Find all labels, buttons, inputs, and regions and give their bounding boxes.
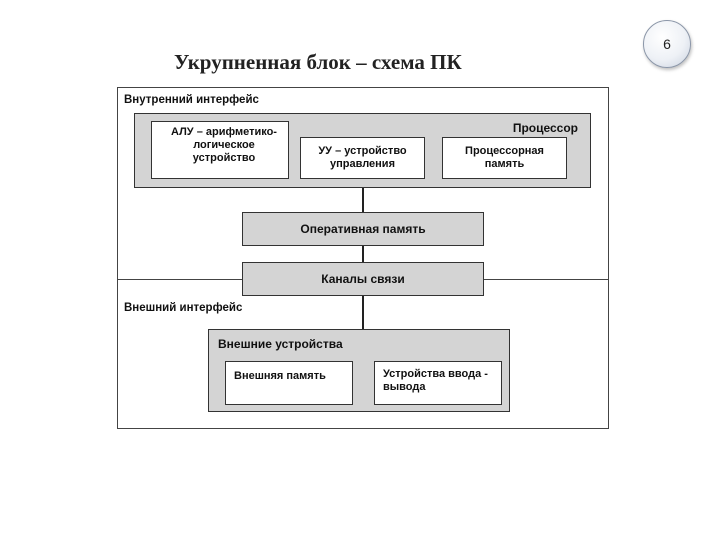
channels-block: Каналы связи [242, 262, 484, 296]
external-memory-label: Внешняя память [234, 370, 326, 382]
internal-interface-label: Внутренний интерфейс [124, 94, 259, 106]
ram-block: Оперативная память [242, 212, 484, 246]
page-number-badge: 6 [643, 20, 691, 68]
slide-title: Укрупненная блок – схема ПК [174, 50, 462, 74]
io-devices-block: Устройства ввода - вывода [374, 361, 502, 405]
external-memory-block: Внешняя память [225, 361, 353, 405]
alu-label: АЛУ – арифметико-логическое устройство [171, 126, 277, 164]
processor-memory-block: Процессорная память [442, 137, 567, 179]
io-devices-label: Устройства ввода - вывода [383, 368, 488, 393]
processor-label: Процессор [512, 121, 578, 135]
connector-channels-devices [362, 296, 364, 330]
channels-label: Каналы связи [321, 271, 405, 286]
external-devices-label: Внешние устройства [218, 337, 343, 351]
ram-label: Оперативная память [300, 221, 426, 236]
connector-processor-ram [362, 187, 364, 213]
alu-block: АЛУ – арифметико-логическое устройство [151, 121, 289, 179]
control-unit-label: УУ – устройство управления [318, 145, 407, 170]
processor-memory-label: Процессорная память [465, 145, 544, 170]
control-unit-block: УУ – устройство управления [300, 137, 425, 179]
external-interface-label: Внешний интерфейс [124, 302, 243, 314]
page-number: 6 [663, 36, 671, 52]
connector-ram-channels [362, 246, 364, 262]
